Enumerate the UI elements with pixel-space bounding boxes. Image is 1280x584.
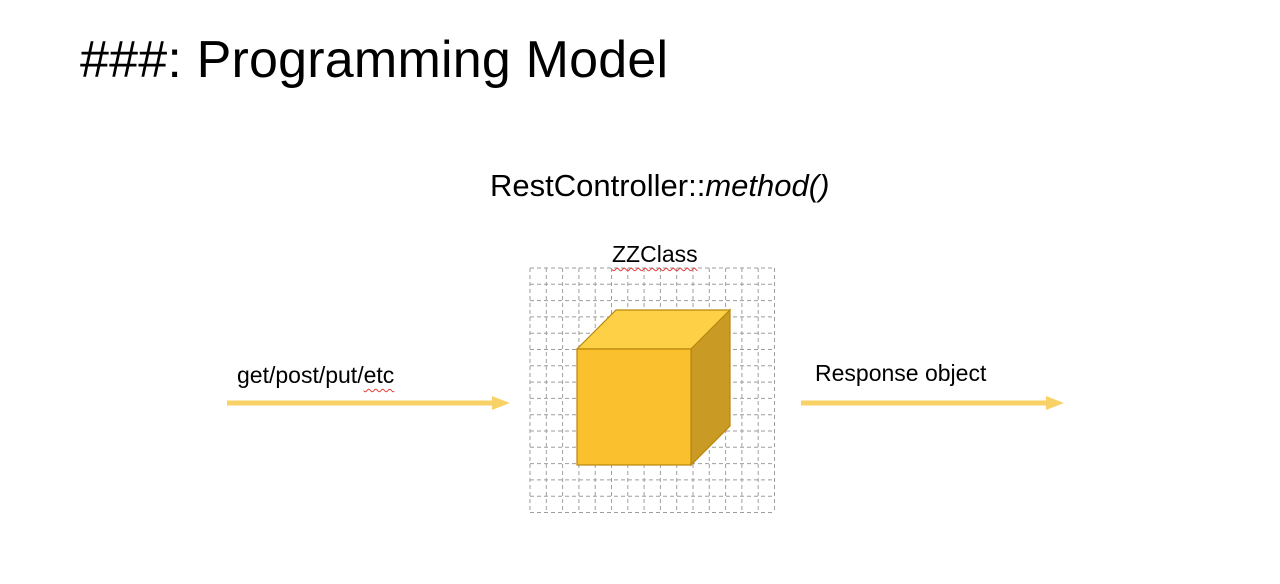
cube-shape [575,308,732,467]
slide-subtitle: RestController::method() [490,166,829,206]
output-label: Response object [815,360,987,386]
slide-title: ###: Programming Model [80,31,669,89]
subtitle-class-name: RestController:: [490,168,706,203]
subtitle-method-name: method() [705,168,830,203]
input-arrow [227,396,510,410]
input-arrow-head [492,396,510,410]
cube-front-face [576,348,692,466]
input-label: get/post/put/etc [237,361,394,389]
output-arrow [801,396,1064,410]
input-label-etc: etc [363,362,395,388]
output-arrow-head [1046,396,1064,410]
class-label: ZZClass [612,241,698,267]
input-label-methods: get/post/put/ [237,362,364,388]
